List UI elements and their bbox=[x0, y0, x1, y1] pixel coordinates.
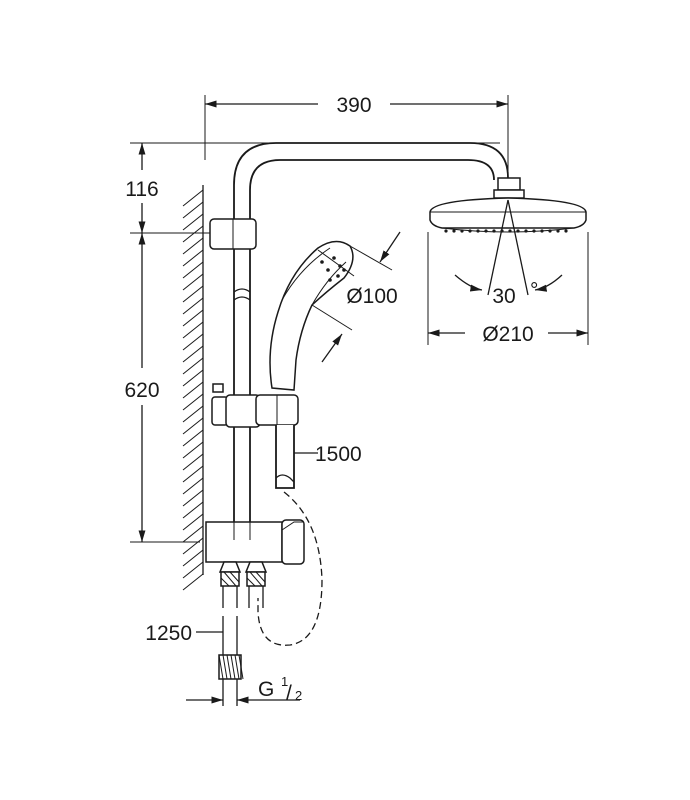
hatch-line bbox=[182, 477, 204, 495]
head-nozzle bbox=[540, 229, 544, 233]
hatch-line bbox=[182, 237, 204, 255]
nut-knurl-line bbox=[234, 654, 240, 680]
upper-wall-bracket bbox=[209, 218, 257, 250]
head-nozzle bbox=[468, 229, 472, 233]
hatch-line bbox=[182, 573, 204, 591]
hand-nozzle bbox=[336, 274, 340, 278]
head-offset-label: 116 bbox=[125, 178, 158, 201]
head-nozzle bbox=[532, 229, 536, 233]
hatch-line bbox=[182, 489, 204, 507]
hatch-line bbox=[182, 201, 204, 219]
arm-length-dimension: 390 bbox=[204, 94, 509, 180]
hatch-line bbox=[182, 513, 204, 531]
head-nozzle bbox=[476, 229, 480, 233]
head-nozzle bbox=[516, 229, 520, 233]
hatch-line bbox=[182, 297, 204, 315]
hatch-line bbox=[182, 321, 204, 339]
connection-thread-label: G bbox=[258, 678, 274, 701]
head-nozzle bbox=[452, 229, 456, 233]
hatch-line bbox=[182, 369, 204, 387]
connection-fraction-slash: / bbox=[286, 682, 292, 705]
head-nozzle bbox=[524, 229, 528, 233]
nut-knurl-line bbox=[222, 654, 228, 680]
hatch-line bbox=[182, 417, 204, 435]
head-nozzle bbox=[564, 229, 568, 233]
hatch-line bbox=[182, 525, 204, 543]
sliding-holder bbox=[211, 383, 299, 428]
head-nozzle bbox=[492, 229, 496, 233]
nut-knurl-line bbox=[230, 654, 236, 680]
supply-hose-length-label: 1250 bbox=[145, 622, 192, 645]
shower-hose: 1500 bbox=[257, 425, 362, 646]
head-nozzle bbox=[548, 229, 552, 233]
head-diameter-label: Ø210 bbox=[482, 323, 533, 346]
connection-fraction-denominator: 2 bbox=[295, 688, 302, 703]
hand-nozzle bbox=[326, 268, 330, 272]
hatch-line bbox=[182, 465, 204, 483]
rail-length-label: 620 bbox=[124, 379, 159, 402]
hatch-line bbox=[182, 549, 204, 567]
hatch-line bbox=[182, 285, 204, 303]
head-diameter-dimension: Ø210 bbox=[427, 232, 589, 346]
supply-hose: 1250 bbox=[145, 616, 244, 706]
head-nozzle bbox=[556, 229, 560, 233]
hatch-line bbox=[182, 333, 204, 351]
nut-knurl-line bbox=[218, 654, 224, 680]
hatch-line bbox=[182, 357, 204, 375]
vertical-dimensions: 116 620 bbox=[124, 142, 500, 543]
hatch-line bbox=[182, 381, 204, 399]
head-nozzle bbox=[508, 229, 512, 233]
head-nozzle bbox=[484, 229, 488, 233]
connection-fraction-numerator: 1 bbox=[281, 674, 288, 689]
nut-knurl-line bbox=[238, 654, 244, 680]
head-nozzle bbox=[444, 229, 448, 233]
spray-angle-unit: ° bbox=[530, 279, 538, 302]
head-nozzle bbox=[460, 229, 464, 233]
arm-length-label: 390 bbox=[336, 94, 371, 117]
hand-nozzle bbox=[328, 278, 332, 282]
nut-knurl-line bbox=[226, 654, 232, 680]
hand-nozzle bbox=[332, 256, 336, 260]
hatch-line bbox=[182, 189, 204, 207]
hatch-line bbox=[182, 309, 204, 327]
hand-shower: Ø100 bbox=[269, 231, 401, 391]
wall-hatching bbox=[182, 185, 204, 591]
hatch-line bbox=[182, 273, 204, 291]
hatch-line bbox=[182, 537, 204, 555]
connection-thread-dimension: G 1 / 2 bbox=[186, 674, 302, 705]
spray-angle-label: 30 bbox=[492, 285, 515, 308]
hatch-line bbox=[182, 441, 204, 459]
hatch-line bbox=[182, 561, 204, 579]
hatch-line bbox=[182, 249, 204, 267]
hatch-line bbox=[182, 345, 204, 363]
hatch-line bbox=[182, 225, 204, 243]
hand-nozzle bbox=[320, 260, 324, 264]
head-shower bbox=[429, 177, 587, 233]
hatch-line bbox=[182, 393, 204, 411]
spray-angle-dimension: 30 ° bbox=[454, 199, 563, 308]
hand-nozzle bbox=[338, 264, 342, 268]
hatch-line bbox=[182, 405, 204, 423]
hand-shower-diameter-label: Ø100 bbox=[346, 285, 397, 308]
mixer-body bbox=[205, 519, 305, 608]
hatch-line bbox=[182, 501, 204, 519]
hatch-line bbox=[182, 453, 204, 471]
hatch-line bbox=[182, 429, 204, 447]
hand-nozzle bbox=[342, 268, 346, 272]
hatch-line bbox=[182, 213, 204, 231]
shower-hose-length-label: 1500 bbox=[315, 443, 362, 466]
hatch-line bbox=[182, 261, 204, 279]
